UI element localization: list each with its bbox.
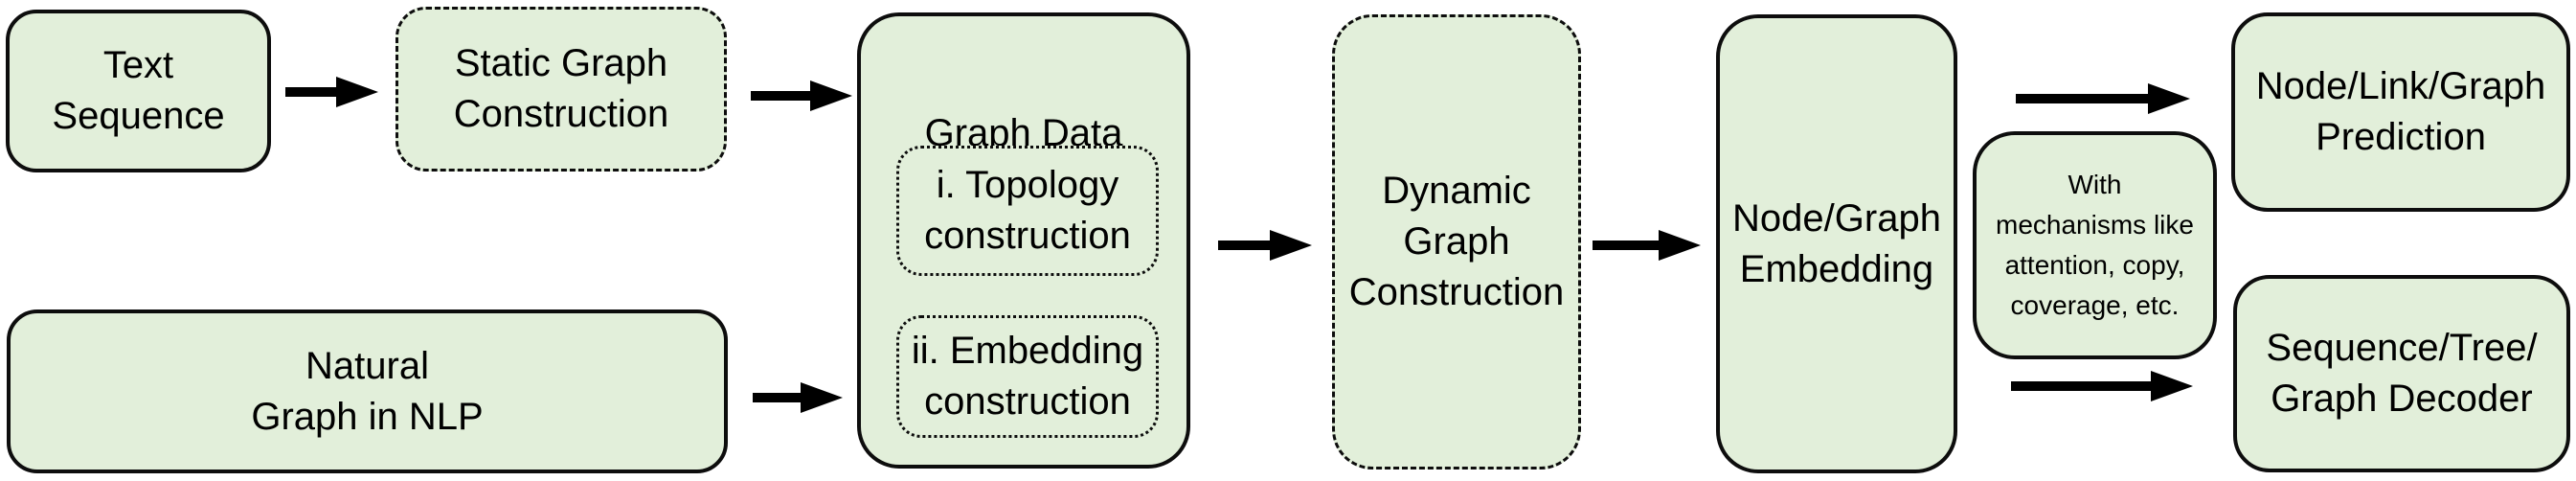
arrow-embedding-to-decoder — [2011, 371, 2193, 401]
arrow-embedding-to-prediction — [2016, 83, 2190, 114]
arrow-shaft — [1218, 240, 1276, 250]
node-link-graph-prediction-box: Node/Link/Graph Prediction — [2231, 12, 2570, 212]
arrow-text-sequence-to-static — [285, 77, 378, 107]
dynamic-graph-construction-box: Dynamic Graph Construction — [1332, 14, 1581, 470]
arrow-shaft — [2016, 94, 2154, 103]
graph-data-box: Graph Data i. Topology construction ii. … — [857, 12, 1190, 469]
arrow-static-to-graph-data — [751, 80, 852, 111]
arrow-head-icon — [2151, 371, 2193, 401]
arrow-shaft — [285, 87, 342, 97]
arrow-graph-data-to-dynamic — [1218, 230, 1312, 261]
arrow-shaft — [1593, 240, 1664, 250]
mechanisms-note-box: With mechanisms like attention, copy, co… — [1973, 131, 2217, 359]
arrow-head-icon — [336, 77, 378, 107]
embedding-construction-box: ii. Embedding construction — [896, 315, 1159, 438]
arrow-head-icon — [810, 80, 852, 111]
arrow-head-icon — [2148, 83, 2190, 114]
arrow-shaft — [2011, 381, 2157, 391]
node-graph-embedding-box: Node/Graph Embedding — [1716, 14, 1957, 473]
arrow-shaft — [751, 91, 816, 101]
arrow-head-icon — [1270, 230, 1312, 261]
arrow-head-icon — [801, 382, 843, 413]
arrow-natural-graph-to-graph-data — [753, 382, 843, 413]
topology-construction-box: i. Topology construction — [896, 146, 1159, 276]
sequence-tree-graph-decoder-box: Sequence/Tree/ Graph Decoder — [2233, 275, 2570, 472]
arrow-shaft — [753, 393, 806, 402]
arrow-dynamic-to-embedding — [1593, 230, 1701, 261]
natural-graph-in-nlp-box: Natural Graph in NLP — [7, 309, 728, 473]
arrow-head-icon — [1659, 230, 1701, 261]
static-graph-construction-box: Static Graph Construction — [395, 7, 727, 172]
text-sequence-box: Text Sequence — [6, 10, 271, 172]
